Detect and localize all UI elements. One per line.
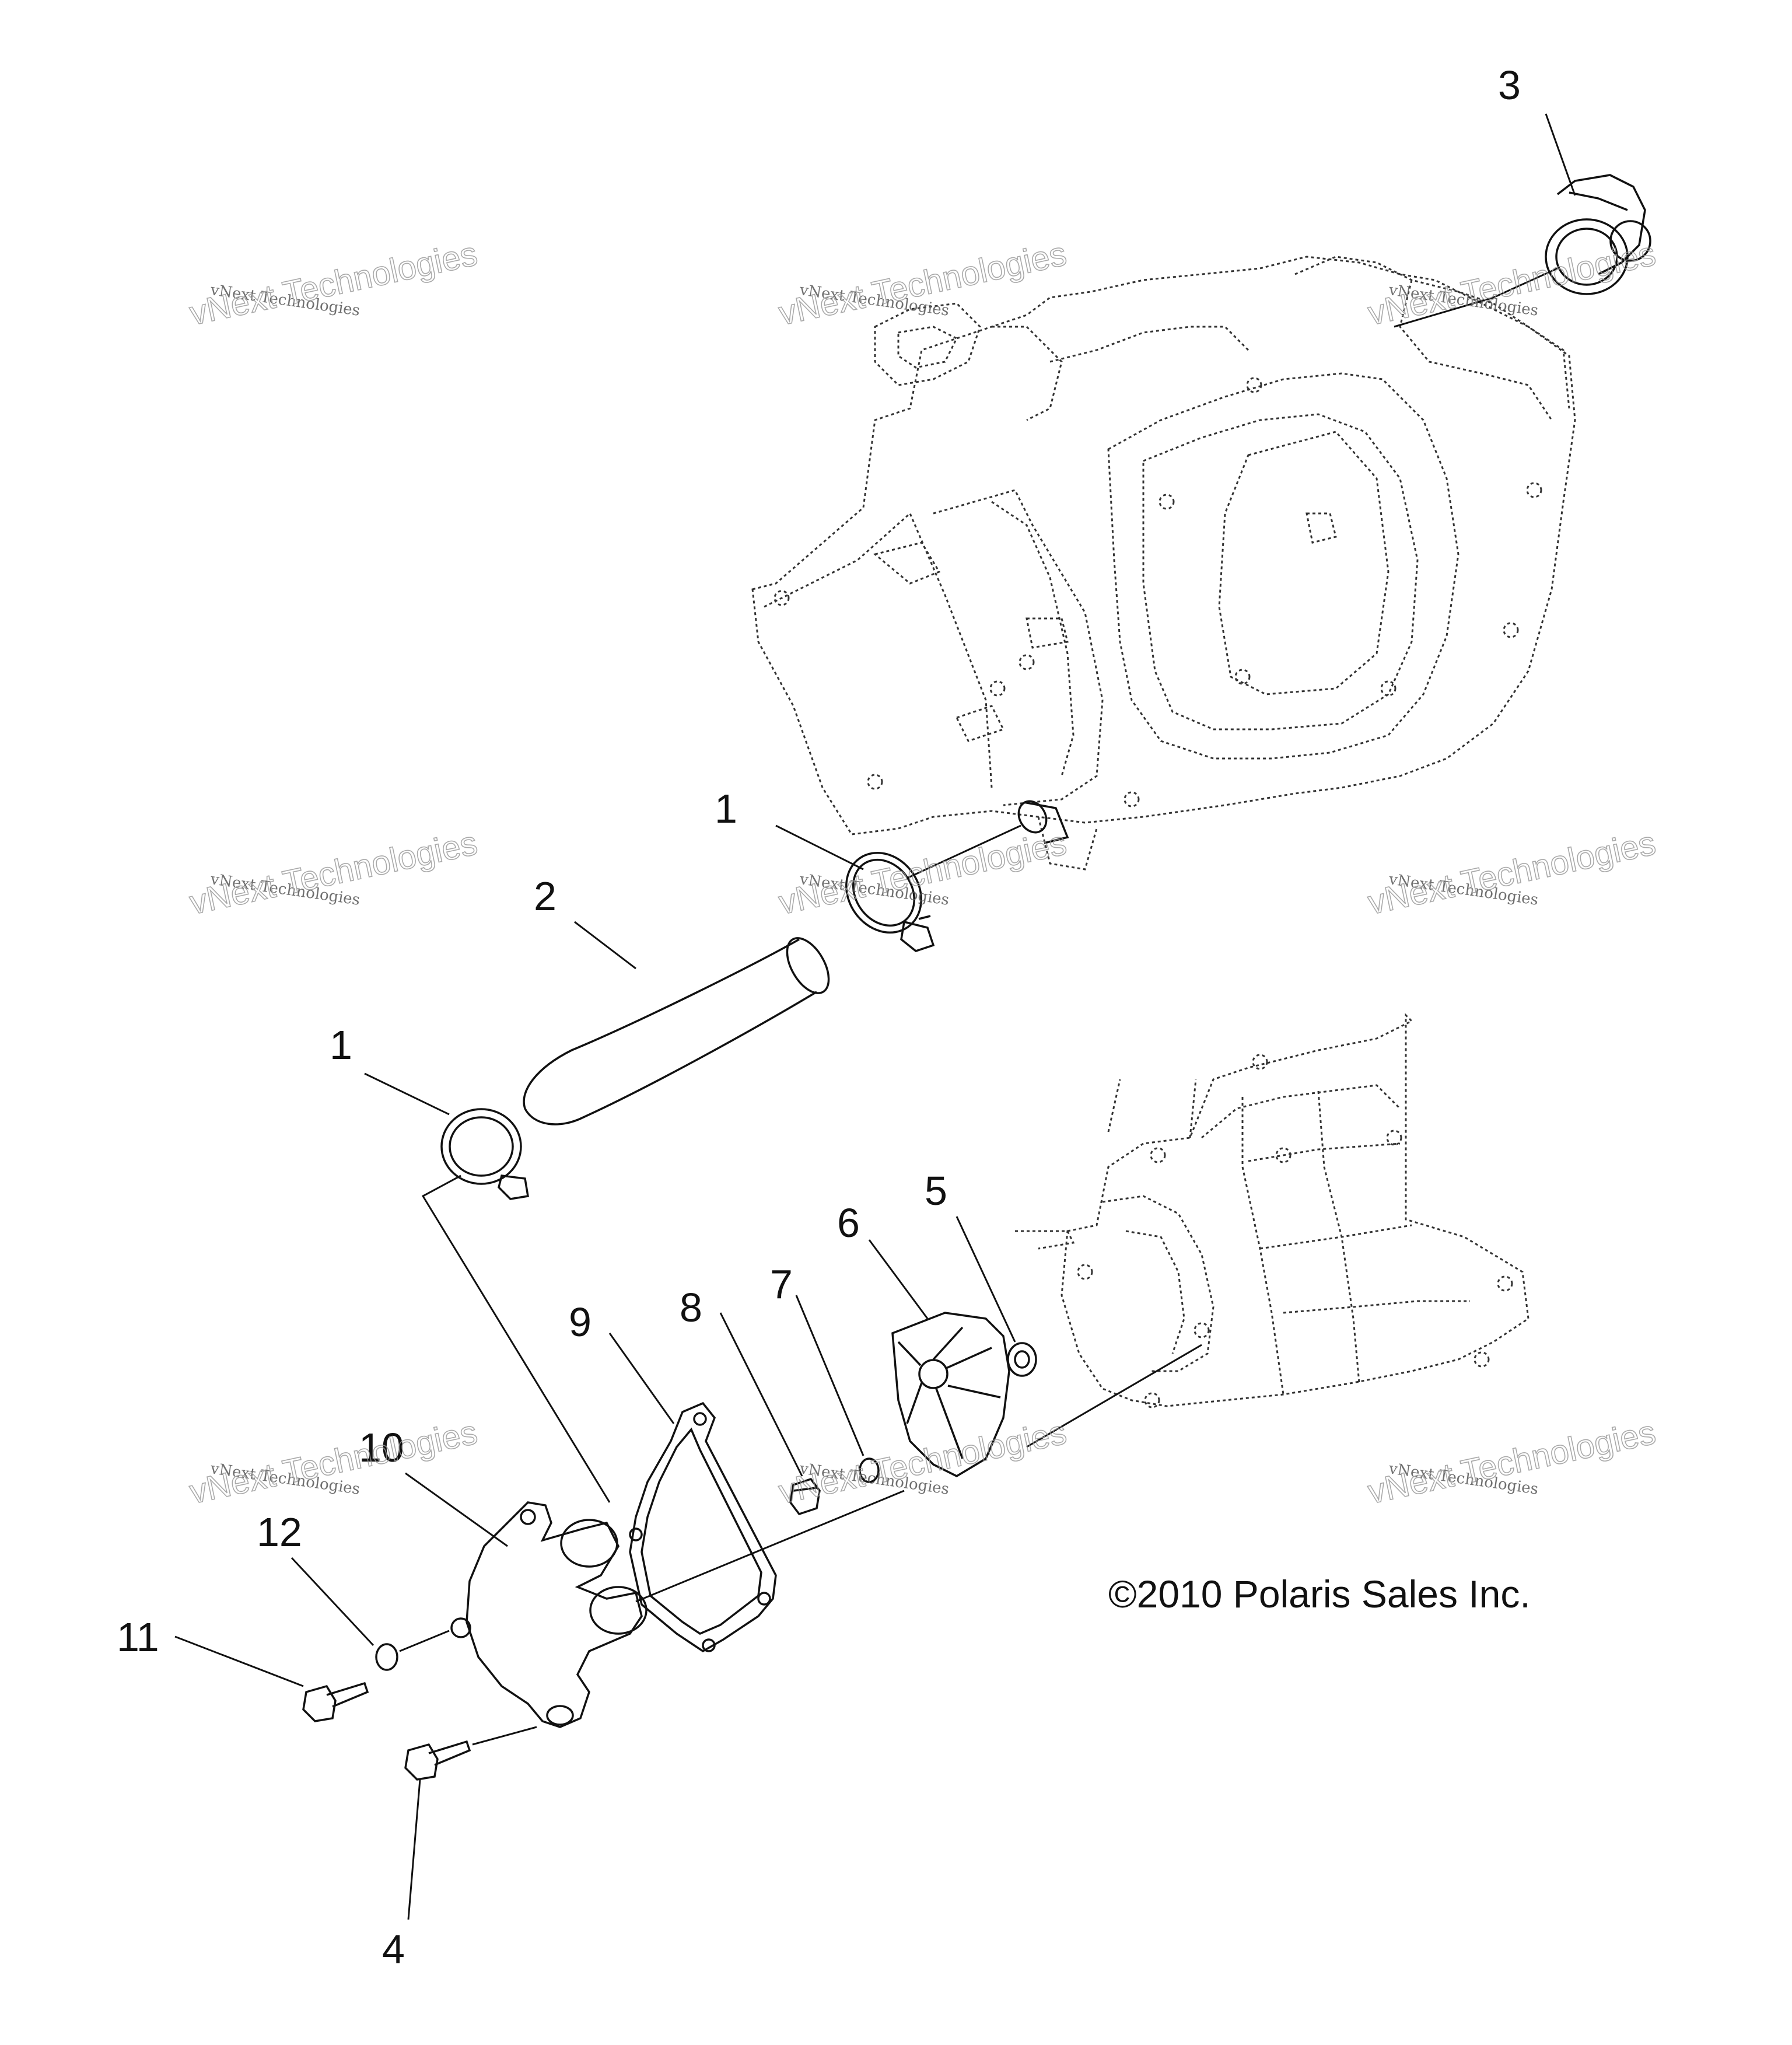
part-1-upper-hose-clamp (845, 851, 935, 952)
leader-1a (775, 824, 864, 871)
callout-7: 7 (770, 1261, 793, 1307)
leader-3b (1394, 267, 1558, 328)
leader-4 (407, 1779, 421, 1920)
centerline-6 (1026, 1344, 1202, 1448)
callout-4: 4 (382, 1927, 405, 1972)
part-6-impeller (891, 1312, 1010, 1477)
leader-8 (719, 1312, 803, 1477)
leader-2 (574, 921, 636, 970)
part-9-gasket (629, 1401, 777, 1653)
watermark-5: vNext Technologies vNext Technologies (775, 823, 1070, 922)
callout-9: 9 (569, 1299, 592, 1345)
cylinder-head-outline (751, 256, 1576, 871)
watermark-4: vNext Technologies vNext Technologies (186, 823, 481, 922)
leader-1b (364, 1072, 450, 1116)
cylinder-head-bolt-holes (774, 377, 1542, 807)
callout-12: 12 (257, 1509, 302, 1555)
callout-3: 3 (1498, 62, 1521, 108)
callout-10: 10 (359, 1425, 404, 1470)
leader-12 (290, 1557, 374, 1647)
leader-10 (405, 1472, 508, 1547)
callout-5: 5 (925, 1168, 947, 1214)
callout-6: 6 (837, 1200, 860, 1246)
part-1-lower-hose-clamp (440, 1108, 530, 1200)
part-12-washer (375, 1643, 398, 1671)
centerline-4 (472, 1726, 537, 1746)
leader-7 (795, 1295, 864, 1456)
part-8-drain-plug (789, 1477, 821, 1516)
watermark-2: vNext Technologies vNext Technologies (775, 234, 1070, 333)
callout-labels: 3 1 2 1 5 6 7 8 9 10 12 11 4 (117, 62, 1521, 1972)
leader-6 (868, 1239, 929, 1319)
centerline-1a (907, 824, 1021, 879)
leader-9 (608, 1333, 675, 1424)
watermarks: vNext Technologies vNext Technologies vN… (186, 234, 1660, 1512)
part-11-bolt (302, 1682, 369, 1722)
part-10-pump-cover (450, 1501, 648, 1728)
callout-11: 11 (117, 1614, 159, 1660)
crankcase-bolt-holes (1077, 1054, 1513, 1408)
head-outlet-stub (1017, 800, 1069, 844)
part-4-bolt (404, 1740, 471, 1781)
leader-3 (1545, 113, 1576, 196)
centerline-12 (399, 1630, 450, 1652)
crankcase-outline (1015, 1013, 1530, 1407)
watermark-8: vNext Technologies vNext Technologies (775, 1413, 1070, 1512)
centerline-lower (421, 1174, 611, 1503)
leader-5 (956, 1216, 1016, 1343)
watermark-9: vNext Technologies vNext Technologies (1364, 1413, 1660, 1512)
part-2-coolant-hose (523, 937, 830, 1125)
part-3-thermostat (1545, 174, 1651, 295)
part-5-seal (1007, 1342, 1037, 1377)
callout-2: 2 (534, 873, 556, 919)
watermark-1: vNext Technologies vNext Technologies (186, 234, 481, 333)
callout-1-lower: 1 (330, 1022, 352, 1068)
callout-1-upper: 1 (715, 786, 737, 831)
watermark-7: vNext Technologies vNext Technologies (186, 1413, 481, 1512)
leader-11 (174, 1635, 304, 1687)
watermark-6: vNext Technologies vNext Technologies (1364, 823, 1660, 922)
callout-8: 8 (680, 1285, 702, 1330)
part-7-washer (859, 1457, 880, 1483)
copyright-text: ©2010 Polaris Sales Inc. (1108, 1572, 1531, 1616)
centerline-main (635, 1490, 905, 1603)
